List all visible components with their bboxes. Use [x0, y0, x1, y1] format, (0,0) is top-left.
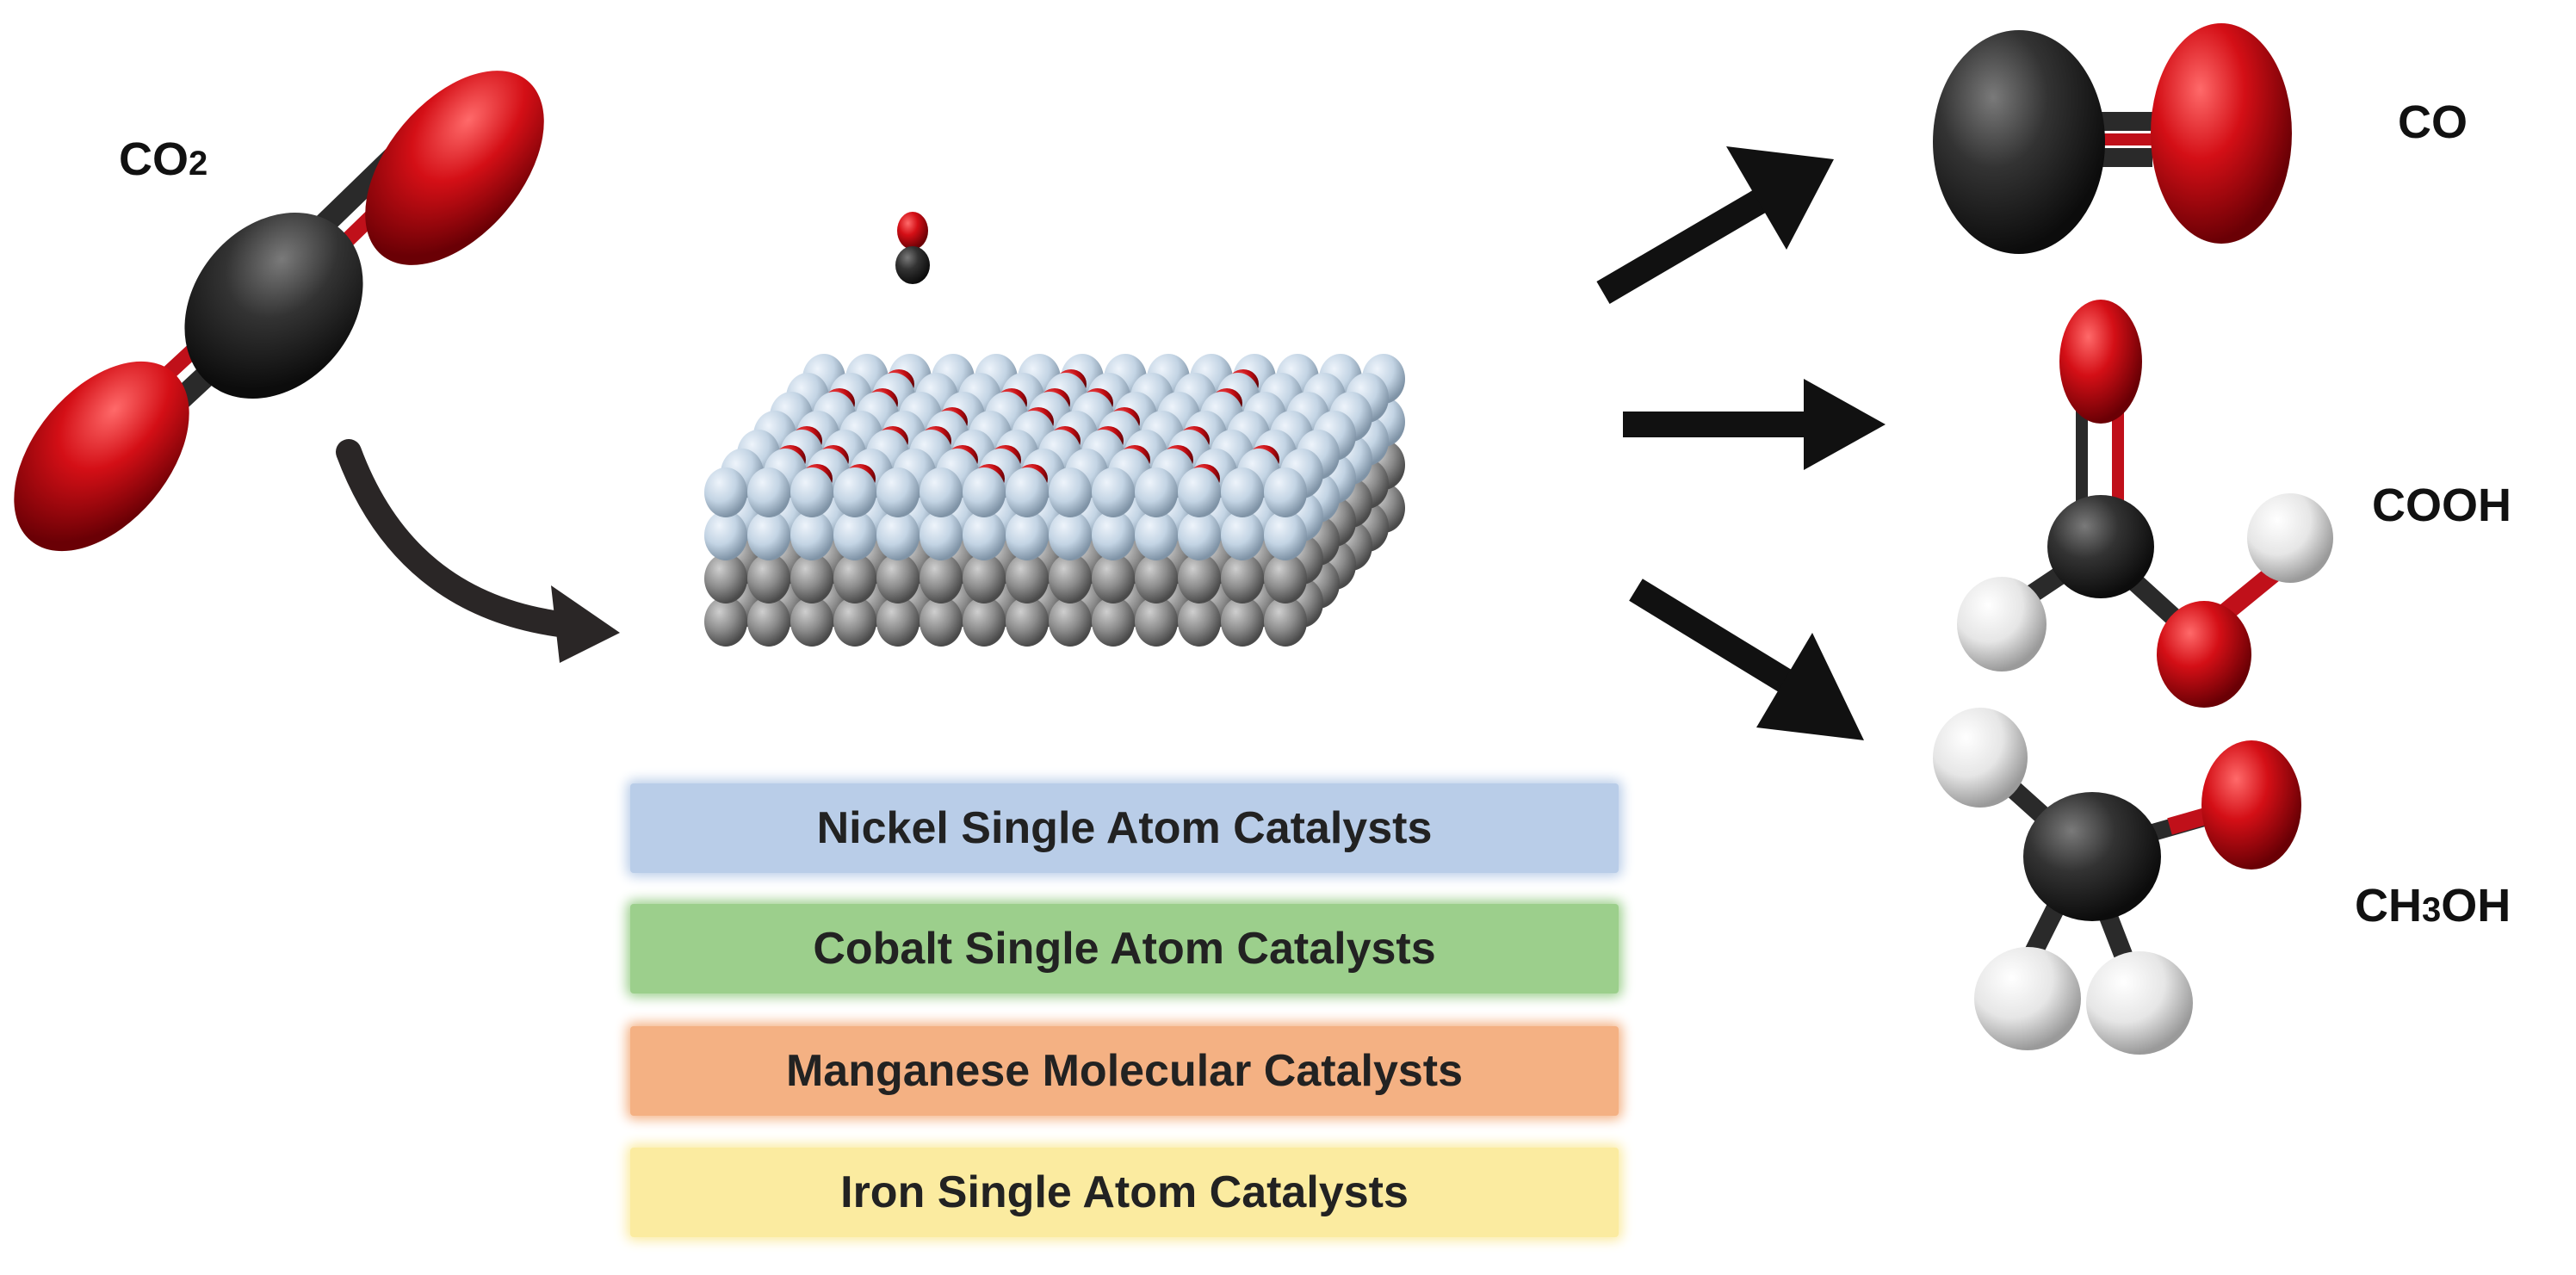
formula-text: CH [2355, 880, 2422, 931]
carbon-atom [2047, 495, 2154, 598]
hydrogen-atom [2247, 493, 2333, 583]
bulk-atom [963, 554, 1006, 603]
reactant-formula-subscript: 2 [189, 145, 208, 183]
adsorbed-co-molecule [895, 212, 930, 284]
oxygen-atom [2059, 300, 2142, 424]
bulk-atom [1264, 597, 1307, 647]
bulk-atom [1135, 597, 1178, 647]
surface-metal-atom [1221, 467, 1264, 517]
arrow-to-cooh [1623, 379, 1886, 470]
bulk-atom [790, 554, 833, 603]
surface-metal-atom [1264, 511, 1307, 560]
bulk-atom [833, 554, 876, 603]
bulk-atom [704, 597, 747, 647]
carbon-atom [1933, 30, 2105, 254]
bulk-atom [1178, 554, 1221, 603]
catalyst-surface-slab [704, 354, 1405, 647]
oxygen-atom [14, 361, 189, 552]
co2-molecule [14, 71, 544, 552]
hydrogen-atom [1933, 708, 2028, 808]
carbon-atom [895, 246, 930, 284]
ch3oh-product-molecule [1933, 708, 2301, 1055]
carbon-atom [184, 212, 363, 399]
bulk-atom [1049, 597, 1092, 647]
surface-metal-atom [747, 511, 790, 560]
oxygen-atom [2201, 740, 2301, 870]
arrow-to-co [1596, 146, 1834, 304]
bulk-atom [704, 554, 747, 603]
reactant-label-co2: CO2 [119, 136, 207, 183]
surface-metal-atom [920, 511, 963, 560]
bulk-atom [1221, 597, 1264, 647]
product-label-cooh: COOH [2372, 482, 2511, 529]
catalyst-box-nickel: Nickel Single Atom Catalysts [630, 783, 1619, 873]
surface-metal-atom [920, 467, 963, 517]
bulk-atom [963, 597, 1006, 647]
oxygen-atom [2157, 601, 2251, 708]
surface-metal-atom [1049, 467, 1092, 517]
surface-metal-atom [790, 511, 833, 560]
bulk-atom [747, 554, 790, 603]
surface-metal-atom [1221, 511, 1264, 560]
surface-metal-atom [1092, 467, 1135, 517]
bulk-atom [1178, 597, 1221, 647]
bulk-atom [1264, 554, 1307, 603]
surface-metal-atom [1135, 467, 1178, 517]
bulk-atom [876, 554, 920, 603]
catalyst-box-manganese: Manganese Molecular Catalysts [630, 1026, 1619, 1116]
bulk-atom [1006, 597, 1049, 647]
formula-text: COOH [2372, 480, 2511, 531]
surface-metal-atom [1049, 511, 1092, 560]
surface-metal-atom [704, 511, 747, 560]
carbon-atom [2023, 792, 2161, 921]
formula-subscript: 3 [2422, 891, 2442, 929]
reactant-formula-main: CO [119, 133, 189, 185]
bulk-atom [1092, 597, 1135, 647]
bulk-atom [1092, 554, 1135, 603]
adsorption-curved-arrow [336, 439, 620, 663]
surface-metal-atom [1178, 467, 1221, 517]
bulk-atom [1135, 554, 1178, 603]
surface-metal-atom [876, 511, 920, 560]
co-product-molecule [1933, 23, 2292, 254]
product-label-co: CO [2398, 99, 2468, 145]
hydrogen-atom [1957, 577, 2047, 672]
oxygen-atom [2151, 23, 2292, 244]
oxygen-atom [365, 71, 544, 265]
surface-metal-atom [1135, 511, 1178, 560]
surface-metal-atom [963, 467, 1006, 517]
surface-metal-atom [1006, 467, 1049, 517]
bulk-atom [1221, 554, 1264, 603]
bulk-atom [1006, 554, 1049, 603]
hydrogen-atom [1974, 947, 2081, 1050]
surface-metal-atom [1178, 511, 1221, 560]
formula-text: CO [2398, 96, 2468, 148]
bulk-atom [876, 597, 920, 647]
surface-metal-atom [704, 467, 747, 517]
surface-metal-atom [833, 511, 876, 560]
formula-text: OH [2441, 880, 2511, 931]
bulk-atom [920, 554, 963, 603]
surface-metal-atom [833, 467, 876, 517]
surface-metal-atom [876, 467, 920, 517]
surface-metal-atom [1264, 467, 1307, 517]
catalyst-box-iron: Iron Single Atom Catalysts [630, 1148, 1619, 1237]
surface-metal-atom [1092, 511, 1135, 560]
bulk-atom [833, 597, 876, 647]
surface-metal-atom [747, 467, 790, 517]
bulk-atom [747, 597, 790, 647]
bulk-atom [790, 597, 833, 647]
surface-metal-atom [963, 511, 1006, 560]
catalyst-box-cobalt: Cobalt Single Atom Catalysts [630, 904, 1619, 993]
oxygen-atom [897, 212, 928, 250]
arrow-to-ch3oh [1629, 579, 1864, 740]
bulk-atom [920, 597, 963, 647]
cooh-product-molecule [1957, 300, 2333, 708]
bulk-atom [1049, 554, 1092, 603]
product-label-ch3oh: CH3OH [2355, 882, 2511, 929]
hydrogen-atom [2086, 951, 2193, 1055]
surface-metal-atom [790, 467, 833, 517]
surface-metal-atom [1006, 511, 1049, 560]
